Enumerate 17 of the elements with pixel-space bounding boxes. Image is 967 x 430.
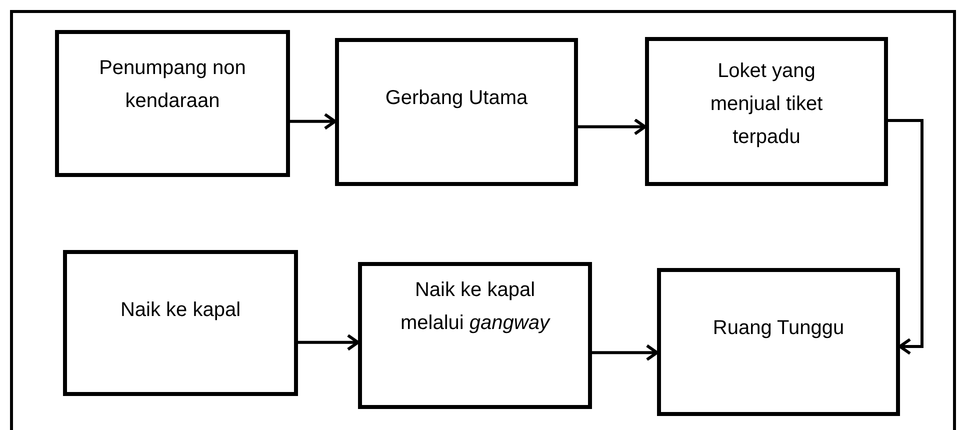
arrow	[592, 344, 658, 362]
process-box	[55, 30, 290, 177]
box-label: Loket yang menjual tiket terpadu	[709, 59, 824, 150]
process-box	[358, 262, 592, 409]
process-box	[63, 250, 298, 396]
arrow	[290, 112, 336, 130]
box-label: Naik ke kapal	[120, 298, 241, 323]
process-box	[657, 268, 900, 416]
arrow	[888, 118, 924, 355]
process-box	[645, 37, 888, 186]
box-label: Penumpang non kendaraan	[98, 56, 247, 114]
arrow	[578, 118, 646, 136]
process-box	[335, 38, 578, 186]
box-label: Naik ke kapal melalui gangway	[400, 278, 550, 336]
arrow	[298, 334, 360, 351]
box-label: Gerbang Utama	[385, 86, 528, 111]
box-label: Ruang Tunggu	[712, 316, 844, 341]
